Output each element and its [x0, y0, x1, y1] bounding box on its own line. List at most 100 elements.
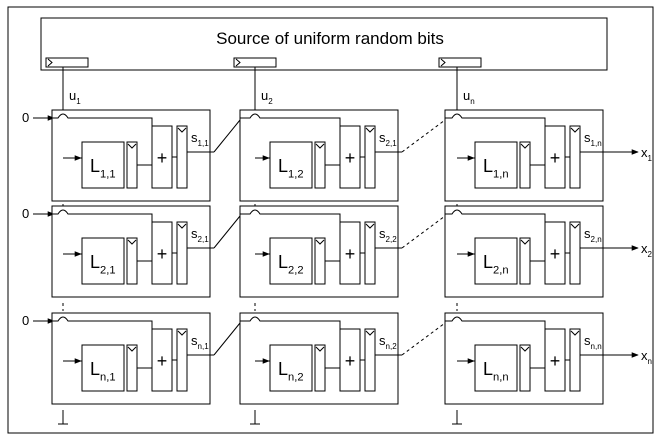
row-1: 0L1,1 + s1,1 L1,2+s2,1L1,n + s1,n x1 [22, 109, 653, 202]
clock-icon [520, 346, 530, 352]
chain-link-dashed [401, 322, 446, 356]
chain-link-dashed [401, 215, 446, 249]
row-2: 0L2,1+s2,1L2,2+s2,2L2,n+s2,nx2 [22, 205, 653, 298]
lfsr-block [81, 141, 125, 189]
s-label: s1,n [584, 130, 602, 148]
lfsr-label: Ln,2 [278, 359, 304, 383]
u-label: u1 [69, 88, 81, 106]
register-icon [176, 125, 188, 189]
cell-1-2: L1,2+s2,1 [239, 109, 446, 202]
lfsr-block [269, 141, 313, 189]
register-icon [519, 237, 531, 285]
feedback-line [52, 316, 153, 335]
register-icon [364, 125, 376, 189]
s-label: sn,1 [191, 333, 209, 351]
clock-icon [365, 330, 375, 336]
register-icon [176, 221, 188, 285]
lfsr-block [474, 141, 518, 189]
chain-link [213, 215, 241, 249]
lfsr-label: L1,n [483, 156, 509, 180]
clock-icon [570, 223, 580, 229]
register-icon [364, 328, 376, 392]
cell-2-2: L2,2+s2,2 [239, 205, 446, 298]
feedback-line [445, 209, 546, 228]
cell-2-1: L2,1+s2,1 [51, 205, 241, 298]
adder-symbol: + [345, 351, 356, 371]
cell-3-3: Ln,n + sn,n [444, 312, 639, 405]
register-icon [176, 328, 188, 392]
register-icon [519, 141, 531, 189]
lfsr-block [474, 237, 518, 285]
lfsr-label: L2,n [483, 252, 509, 276]
register-icon [314, 237, 326, 285]
adder-symbol: + [550, 148, 561, 168]
register-icon [314, 344, 326, 392]
clock-icon [570, 127, 580, 133]
register-icon [519, 344, 531, 392]
s-label: sn,n [584, 333, 602, 351]
s-label: s1,1 [191, 130, 209, 148]
clock-icon [315, 143, 325, 149]
register-icon [126, 141, 138, 189]
cell-3-1: Ln,1+sn,1 [51, 312, 241, 405]
register-icon [126, 344, 138, 392]
clock-icon [315, 239, 325, 245]
cell-3-2: Ln,2 + sn,2 [239, 312, 446, 405]
clock-icon [177, 127, 187, 133]
clock-icon [177, 330, 187, 336]
chain-link [213, 119, 241, 153]
lfsr-block [269, 237, 313, 285]
clock-icon [570, 330, 580, 336]
lfsr-block [269, 344, 313, 392]
feedback-line [52, 113, 153, 132]
register-icon [364, 221, 376, 285]
clock-icon [235, 58, 241, 67]
adder-symbol: + [345, 148, 356, 168]
outer-frame [7, 6, 654, 434]
clock-icon [520, 143, 530, 149]
feedback-line [445, 113, 546, 132]
chain-link-dashed [401, 119, 446, 153]
feedback-line [240, 316, 341, 335]
clock-icon [127, 143, 137, 149]
register-icon [569, 328, 581, 392]
row-input: 0 [22, 313, 29, 328]
clock-icon [127, 346, 137, 352]
lfsr-label: L2,1 [90, 252, 116, 276]
clock-icon [315, 346, 325, 352]
row-input: 0 [22, 110, 29, 125]
feedback-line [240, 113, 341, 132]
s-label: s2,n [584, 226, 602, 244]
register-icon [569, 221, 581, 285]
adder-symbol: + [550, 351, 561, 371]
s-label: sn,2 [379, 333, 397, 351]
s-label: s2,2 [379, 226, 397, 244]
u-label: u2 [261, 88, 273, 106]
adder-symbol: + [157, 148, 168, 168]
u-label: un [463, 88, 475, 106]
s-label: s2,1 [191, 226, 209, 244]
feedback-line [445, 316, 546, 335]
lfsr-block [474, 344, 518, 392]
random-bit-source: Source of uniform random bits [40, 17, 608, 71]
cell-2-3: L2,n + s2,n [444, 205, 639, 298]
lfsr-label: L1,1 [90, 156, 116, 180]
row-3: 0Ln,1+sn,1Ln,2+sn,2Ln,n+sn,nxn [22, 312, 652, 405]
register-icon [569, 125, 581, 189]
clock-icon [365, 127, 375, 133]
clock-icon [365, 223, 375, 229]
row-output: x1 [641, 145, 653, 163]
lfsr-label: Ln,n [483, 359, 509, 383]
cell-1-1: L1,1 + s1,1 [51, 109, 241, 202]
adder-symbol: + [550, 244, 561, 264]
feedback-line [52, 209, 153, 228]
feedback-line [240, 209, 341, 228]
adder-symbol: + [345, 244, 356, 264]
lfsr-block [81, 344, 125, 392]
register-icon [45, 57, 89, 68]
clock-icon [177, 223, 187, 229]
clock-icon [47, 58, 53, 67]
lfsr-label: Ln,1 [90, 359, 116, 383]
